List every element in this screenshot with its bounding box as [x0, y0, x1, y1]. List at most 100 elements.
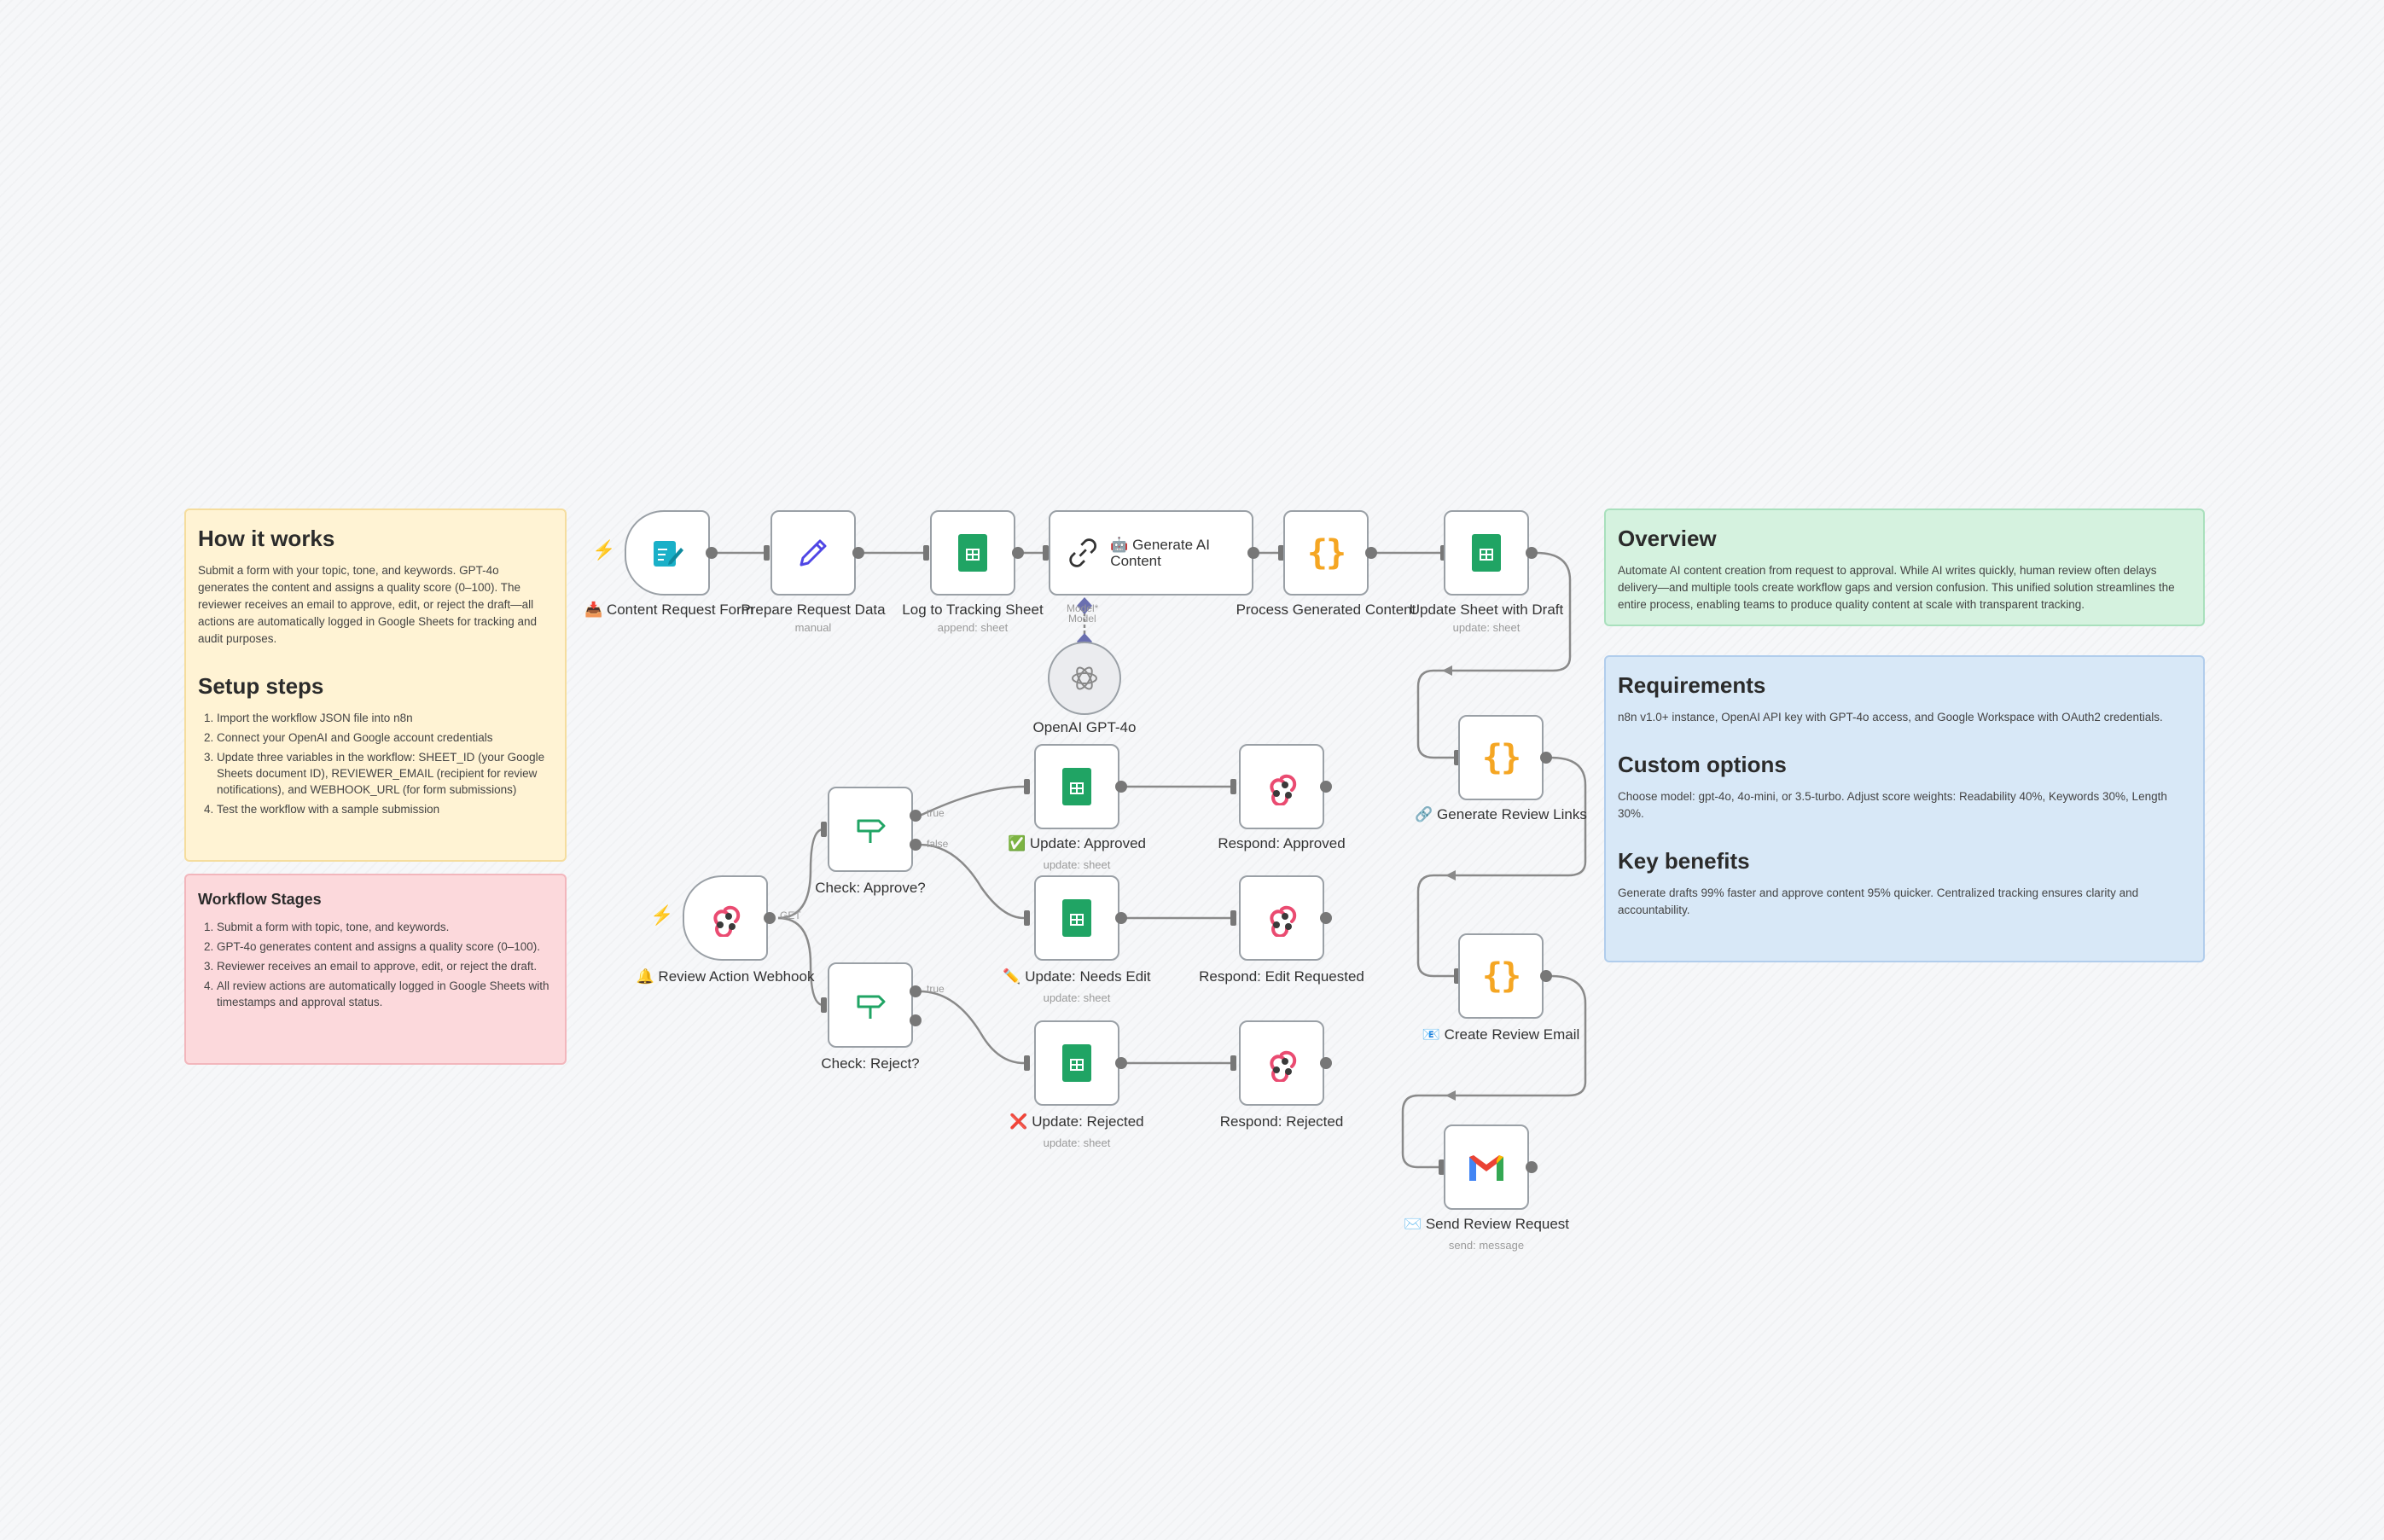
output-port[interactable] [1320, 912, 1332, 924]
node-update-approved[interactable] [1034, 744, 1119, 829]
input-port[interactable] [1230, 910, 1236, 926]
node-update-rejected[interactable] [1034, 1020, 1119, 1106]
model-label: Model [1068, 613, 1096, 625]
input-port[interactable] [821, 822, 827, 837]
node-respond-rejected[interactable] [1239, 1020, 1324, 1106]
model-required-label: Model* [1067, 602, 1099, 614]
note-overview[interactable]: Overview Automate AI content creation fr… [1604, 508, 2205, 626]
trigger-bolt-icon: ⚡ [592, 539, 616, 561]
node-process-generated-content[interactable]: {} [1283, 510, 1369, 596]
sub-update-rejected: update: sheet [1043, 1136, 1111, 1149]
output-port[interactable] [1365, 547, 1377, 559]
output-port[interactable] [852, 547, 864, 559]
output-port[interactable] [1526, 547, 1538, 559]
pen-icon [800, 539, 827, 567]
gmail-icon [1469, 1155, 1503, 1181]
key-benefits-title: Key benefits [1618, 848, 1750, 874]
note-workflow-stages[interactable]: Workflow Stages Submit a form with topic… [184, 874, 567, 1065]
label-create-review-email: 📧 Create Review Email [1422, 1026, 1580, 1043]
node-update-needs-edit[interactable] [1034, 875, 1119, 961]
output-port-true[interactable] [910, 985, 922, 997]
input-port[interactable] [1454, 750, 1460, 765]
label-openai-gpt4o: OpenAI GPT-4o [1032, 719, 1137, 735]
node-openai-gpt4o[interactable] [1048, 642, 1121, 715]
setup-step: Test the workflow with a sample submissi… [217, 801, 553, 817]
output-port[interactable] [1247, 547, 1259, 559]
note-how-it-works[interactable]: How it works Submit a form with your top… [184, 508, 567, 862]
input-port[interactable] [1454, 968, 1460, 984]
label-check-reject: Check: Reject? [821, 1055, 920, 1072]
output-port[interactable] [1115, 912, 1127, 924]
label-send-review-request: ✉️ Send Review Request [1403, 1216, 1570, 1232]
output-port[interactable] [764, 912, 776, 924]
label-content-request-form: 📥 Content Request Form [584, 601, 753, 618]
workflow-stages-title: Workflow Stages [198, 891, 322, 908]
output-port[interactable] [1540, 752, 1552, 764]
node-update-sheet-draft[interactable] [1444, 510, 1529, 596]
output-port[interactable] [1320, 781, 1332, 793]
input-port[interactable] [1043, 545, 1049, 561]
node-send-review-request[interactable] [1444, 1124, 1529, 1210]
code-icon: {} [1306, 533, 1346, 572]
input-port[interactable] [1440, 545, 1446, 561]
node-create-review-email[interactable]: {} [1458, 933, 1544, 1019]
form-icon [654, 541, 683, 567]
label-generate-ai-content: 🤖 Generate AI Content [1110, 537, 1210, 569]
webhook-icon [713, 905, 741, 937]
node-content-request-form[interactable] [625, 510, 710, 596]
sub-send-review-request: send: message [1448, 1239, 1525, 1252]
node-generate-review-links[interactable]: {} [1458, 715, 1544, 800]
node-prepare-request-data[interactable] [770, 510, 856, 596]
input-port[interactable] [1024, 910, 1030, 926]
node-respond-edit-requested[interactable] [1239, 875, 1324, 961]
overview-title: Overview [1618, 526, 1717, 551]
workflow-stages-list: Submit a form with topic, tone, and keyw… [198, 919, 553, 1010]
input-port[interactable] [1024, 1055, 1030, 1071]
sub-prepare-request-data: manual [794, 621, 832, 634]
output-port-true[interactable] [910, 810, 922, 822]
input-port[interactable] [1024, 779, 1030, 794]
trigger-bolt-icon: ⚡ [650, 904, 674, 926]
input-port[interactable] [764, 545, 770, 561]
output-port[interactable] [1526, 1161, 1538, 1173]
overview-text: Automate AI content creation from reques… [1618, 564, 2175, 611]
input-port[interactable] [821, 997, 827, 1013]
input-port[interactable] [1278, 545, 1284, 561]
node-respond-approved[interactable] [1239, 744, 1324, 829]
node-check-reject[interactable] [828, 962, 913, 1048]
node-review-action-webhook[interactable] [683, 875, 768, 961]
node-check-approve[interactable] [828, 787, 913, 872]
sheets-icon [1062, 768, 1091, 805]
custom-options-text: Choose model: gpt-4o, 4o-mini, or 3.5-tu… [1618, 790, 2167, 820]
output-port[interactable] [1012, 547, 1024, 559]
node-generate-ai-content[interactable]: 🤖 Generate AI Content [1049, 510, 1253, 596]
output-port[interactable] [1540, 970, 1552, 982]
output-port[interactable] [706, 547, 718, 559]
note-requirements[interactable]: Requirements n8n v1.0+ instance, OpenAI … [1604, 655, 2205, 962]
output-port[interactable] [1320, 1057, 1332, 1069]
webhook-method-label: GET [780, 909, 801, 921]
node-log-tracking-sheet[interactable] [930, 510, 1015, 596]
output-port[interactable] [1115, 1057, 1127, 1069]
signpost-icon [857, 819, 886, 843]
setup-step: Import the workflow JSON file into n8n [217, 710, 553, 726]
requirements-title: Requirements [1618, 672, 1766, 698]
output-port-false[interactable] [910, 1014, 922, 1026]
label-respond-edit-requested: Respond: Edit Requested [1199, 968, 1364, 985]
input-port[interactable] [1439, 1159, 1445, 1175]
input-port[interactable] [923, 545, 929, 561]
label-respond-approved: Respond: Approved [1218, 835, 1346, 851]
output-port[interactable] [1115, 781, 1127, 793]
sub-update-needs-edit: update: sheet [1043, 991, 1111, 1004]
input-port[interactable] [1230, 1055, 1236, 1071]
label-log-tracking-sheet: Log to Tracking Sheet [902, 601, 1044, 618]
output-port-false[interactable] [910, 839, 922, 851]
sub-update-approved: update: sheet [1043, 858, 1111, 871]
label-update-approved: ✅ Update: Approved [1008, 835, 1146, 851]
true-label: true [927, 807, 945, 819]
webhook-icon [1270, 774, 1297, 805]
stage-item: All review actions are automatically log… [217, 978, 553, 1010]
input-port[interactable] [1230, 779, 1236, 794]
key-benefits-text: Generate drafts 99% faster and approve c… [1618, 886, 2139, 916]
